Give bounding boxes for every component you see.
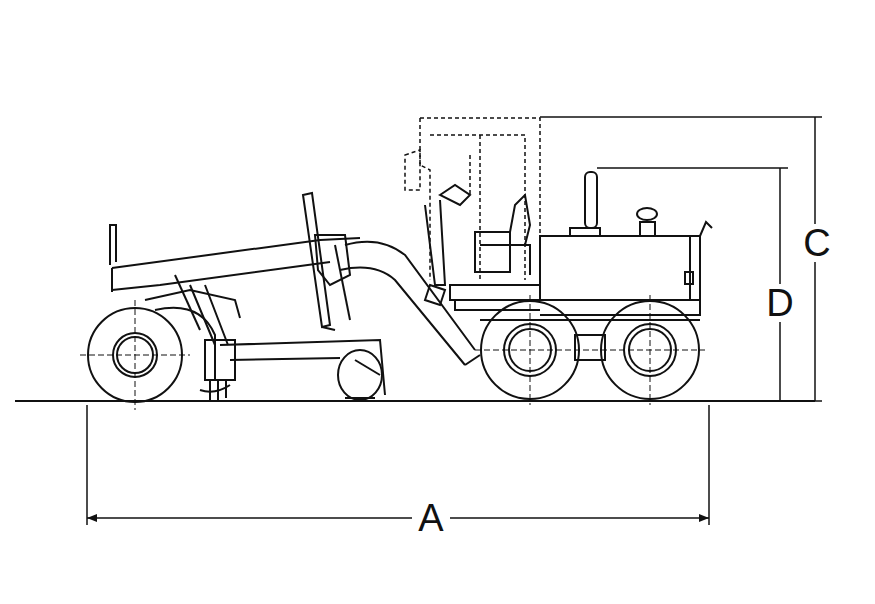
dimension-label: D	[760, 284, 799, 322]
dimension-label: C	[797, 224, 836, 262]
dimension-label: A	[412, 499, 449, 537]
